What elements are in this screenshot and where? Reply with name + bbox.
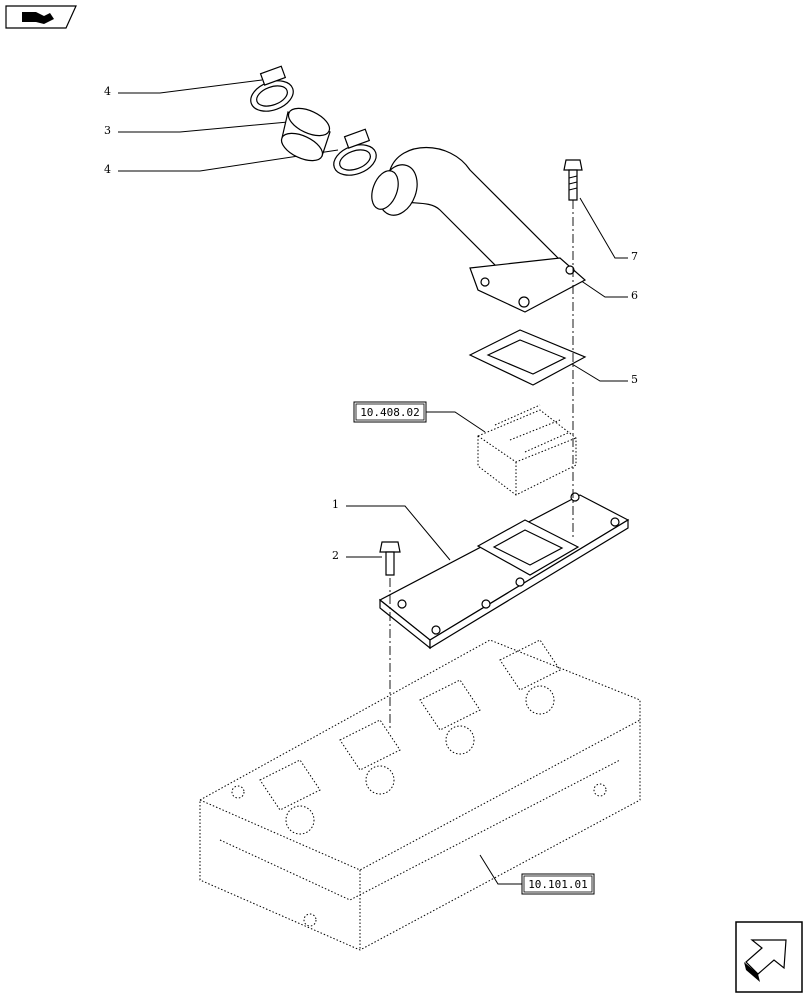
callout-4-lower: 4 [104, 149, 339, 176]
callout-6: 6 [573, 275, 638, 302]
next-page-arrow-icon[interactable] [735, 921, 803, 993]
callout-2: 2 [332, 549, 382, 562]
hose-clamp-lower [333, 128, 377, 176]
svg-text:2: 2 [332, 549, 339, 562]
grid-heater-assembly [477, 404, 577, 496]
svg-text:5: 5 [631, 373, 638, 386]
assembly-center-lines [389, 200, 574, 730]
svg-text:10.408.02: 10.408.02 [360, 406, 420, 419]
cover-bolt-2 [379, 541, 401, 576]
cylinder-head-assembly [199, 639, 641, 951]
svg-text:7: 7 [631, 250, 638, 263]
svg-text:4: 4 [104, 163, 111, 176]
svg-text:3: 3 [104, 124, 111, 137]
svg-text:1: 1 [332, 498, 339, 511]
svg-text:4: 4 [104, 85, 111, 98]
callout-4-upper: 4 [104, 79, 263, 98]
svg-text:6: 6 [631, 289, 638, 302]
intake-cover-plate [378, 492, 630, 650]
flange-gasket [468, 329, 587, 386]
flange-bolt-7 [563, 159, 583, 201]
callout-3: 3 [104, 121, 289, 137]
callout-1: 1 [332, 498, 451, 561]
reference-box-10-408-02[interactable]: 10.408.02 [353, 401, 486, 433]
reference-box-10-101-01[interactable]: 10.101.01 [479, 854, 595, 895]
hose-sleeve [280, 107, 331, 162]
svg-text:10.101.01: 10.101.01 [528, 878, 588, 891]
callout-7: 7 [579, 197, 638, 263]
forward-book-icon[interactable] [5, 5, 77, 29]
hose-clamp-upper [250, 65, 294, 112]
callout-5: 5 [571, 363, 638, 386]
intake-elbow-pipe [371, 147, 587, 313]
